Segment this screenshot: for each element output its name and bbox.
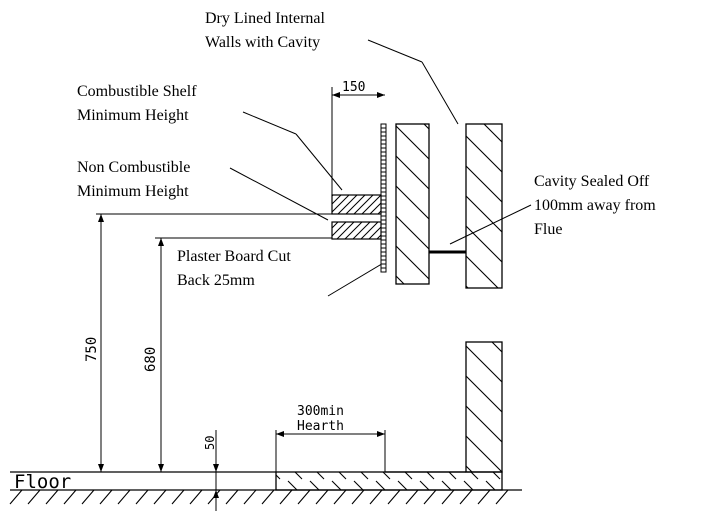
cavity-sealed-label-line2: 100mm away from — [534, 197, 656, 214]
height-750-arrow-bottom — [98, 464, 104, 472]
combustible-leader-2 — [295, 133, 343, 191]
plaster-leader — [327, 261, 386, 297]
hearth-height-arrow-top — [213, 464, 219, 472]
hearth-min-label: 300min — [297, 404, 344, 419]
non-combustible-shelf — [331, 221, 382, 240]
plaster-board-label: Plaster Board Cut — [177, 248, 291, 265]
dry-lined-walls-label: Dry Lined Internal — [205, 10, 326, 27]
hearth-height-label: 50 — [203, 436, 217, 450]
hearth-arrow-right — [377, 431, 385, 437]
combustible-shelf-label-line2: Minimum Height — [77, 107, 189, 124]
inner-wall — [395, 123, 430, 285]
plaster-board-label-line2: Back 25mm — [177, 272, 255, 289]
hearth-slab — [275, 471, 503, 491]
height-680-arrow-bottom — [158, 464, 164, 472]
combustible-shelf-label: Combustible Shelf — [77, 83, 197, 100]
non-combustible-label-line2: Minimum Height — [77, 183, 189, 200]
combustible-shelf — [331, 194, 382, 215]
non-combustible-label: Non Combustible — [77, 159, 190, 176]
cavity-sealed-label: Cavity Sealed Off — [534, 173, 650, 190]
non-combustible-leader — [229, 167, 329, 221]
shelf-depth-arrow-left — [332, 92, 340, 98]
hearth-label: Hearth — [297, 419, 344, 434]
outer-wall-lower — [465, 341, 503, 473]
dry-lined-walls-label-line2: Walls with Cavity — [205, 34, 320, 51]
ground-hatch — [9, 489, 509, 505]
plaster-board-texture — [381, 127, 386, 269]
height-750-label: 750 — [84, 337, 100, 362]
outer-wall-upper — [465, 123, 503, 289]
shelf-depth-label: 150 — [342, 80, 365, 95]
hearth-arrow-left — [276, 431, 284, 437]
combustible-leader — [242, 111, 297, 135]
height-680-arrow-top — [158, 238, 164, 246]
height-750-arrow-top — [98, 214, 104, 222]
shelf-depth-arrow-right — [377, 92, 385, 98]
cavity-sealed-label-line3: Flue — [534, 221, 562, 238]
height-680-label: 680 — [143, 347, 159, 372]
plaster-board — [380, 123, 387, 273]
floor-label: Floor — [14, 471, 71, 493]
dry-lined-leader — [367, 39, 423, 63]
dry-lined-leader-2 — [421, 61, 459, 125]
